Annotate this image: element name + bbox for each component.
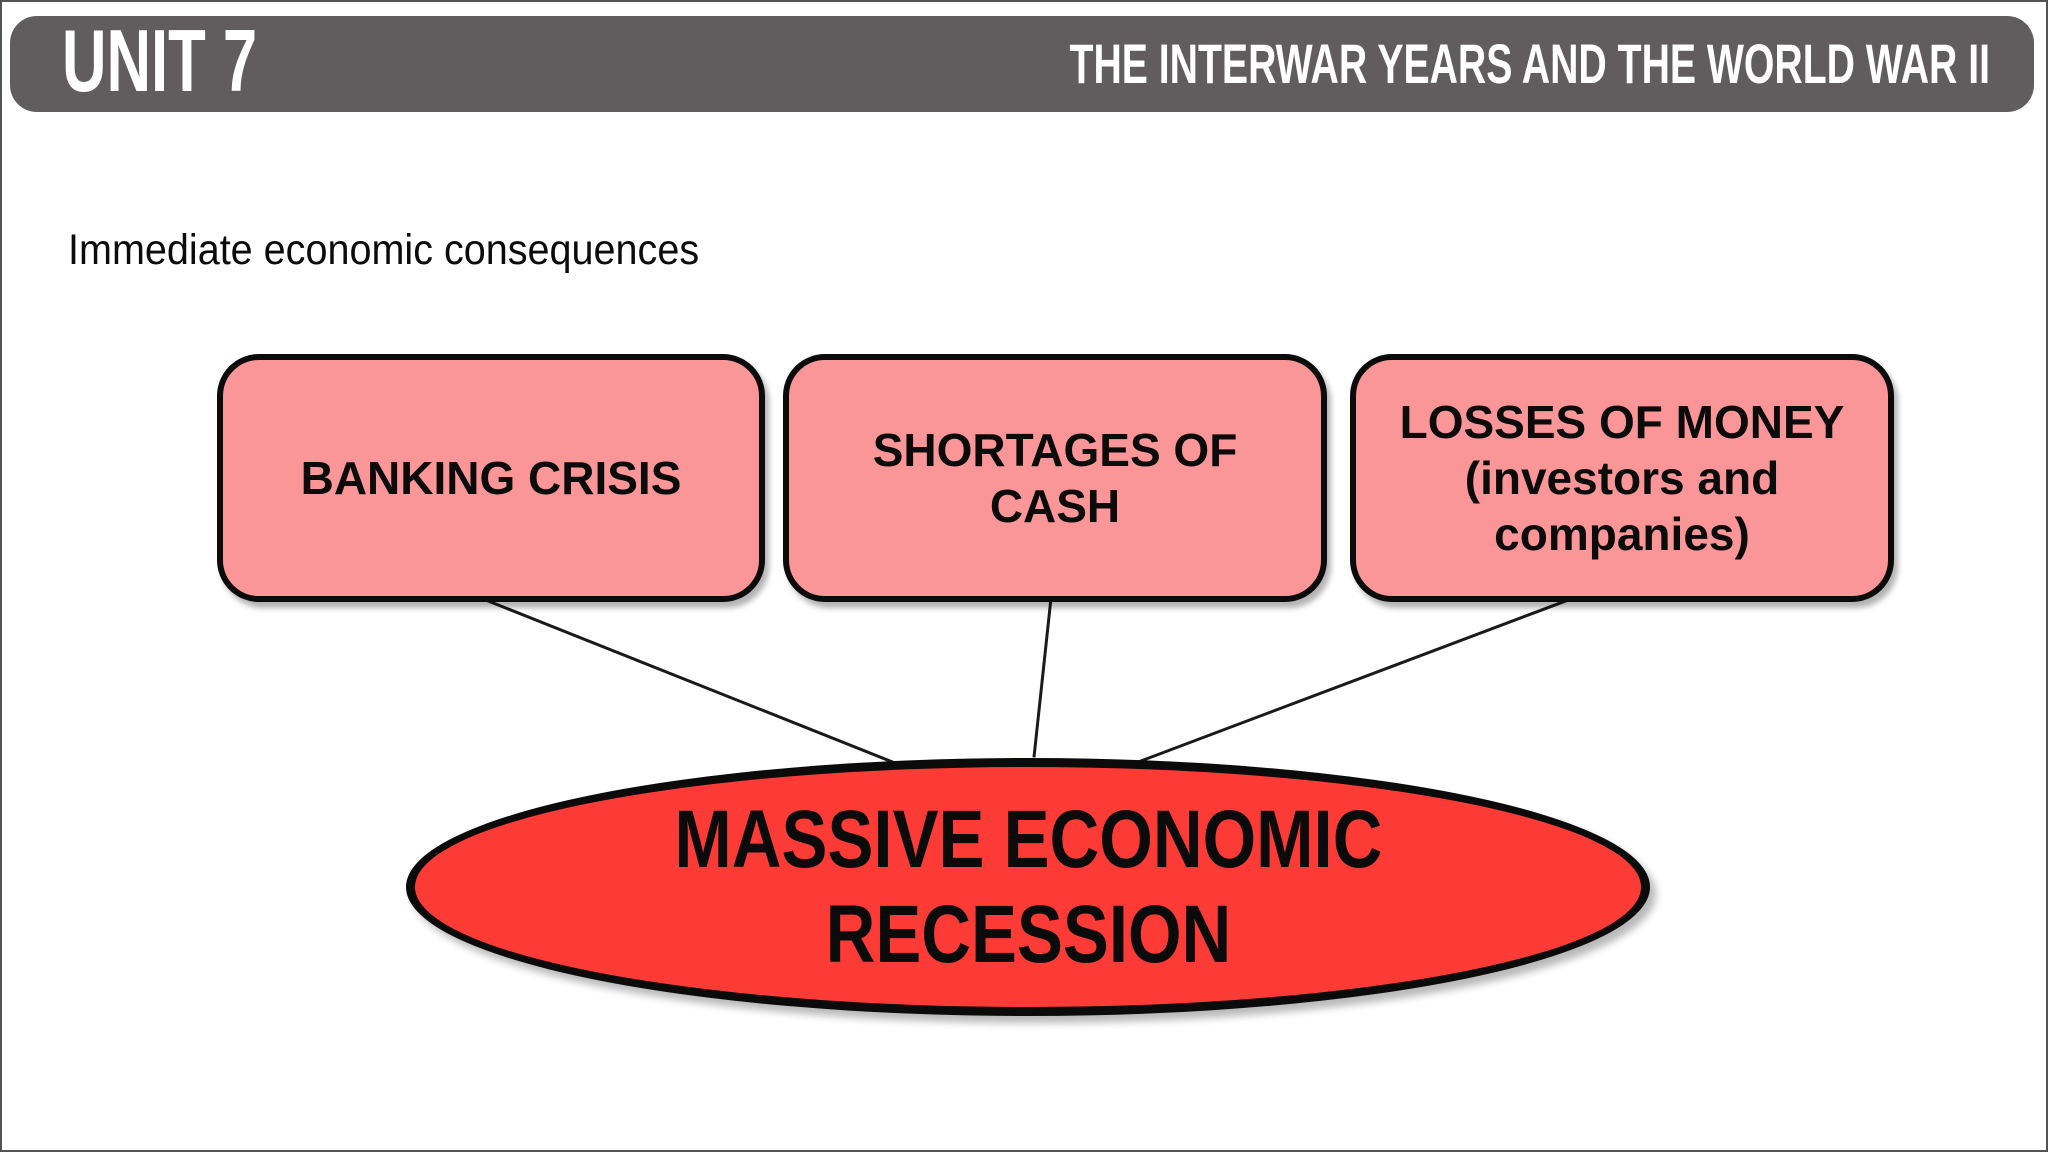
cause-label-shortages-of-cash: SHORTAGES OF CASH	[872, 423, 1238, 532]
connector-line-shortages-of-cash	[1032, 598, 1053, 758]
header-bar: UNIT 7 THE INTERWAR YEARS AND THE WORLD …	[10, 16, 2034, 112]
connector-line-losses-of-money	[1126, 597, 1572, 768]
subtitle-text: Immediate economic consequences	[68, 226, 700, 274]
subtitle: Immediate economic consequences	[68, 226, 754, 275]
result-label: MASSIVE ECONOMIC RECESSION	[673, 793, 1383, 980]
unit-label: UNIT 7	[62, 11, 258, 110]
connector-line-banking-crisis	[482, 597, 904, 768]
cause-box-losses-of-money: LOSSES OF MONEY (investors and companies…	[1350, 354, 1894, 602]
cause-label-banking-crisis: BANKING CRISIS	[300, 451, 682, 504]
header-title: THE INTERWAR YEARS AND THE WORLD WAR II	[1069, 32, 1991, 95]
result-ellipse-massive-economic-recession: MASSIVE ECONOMIC RECESSION	[406, 758, 1650, 1016]
cause-box-banking-crisis: BANKING CRISIS	[217, 354, 765, 602]
cause-box-shortages-of-cash: SHORTAGES OF CASH	[783, 354, 1327, 602]
cause-label-losses-of-money: LOSSES OF MONEY (investors and companies…	[1399, 395, 1845, 561]
